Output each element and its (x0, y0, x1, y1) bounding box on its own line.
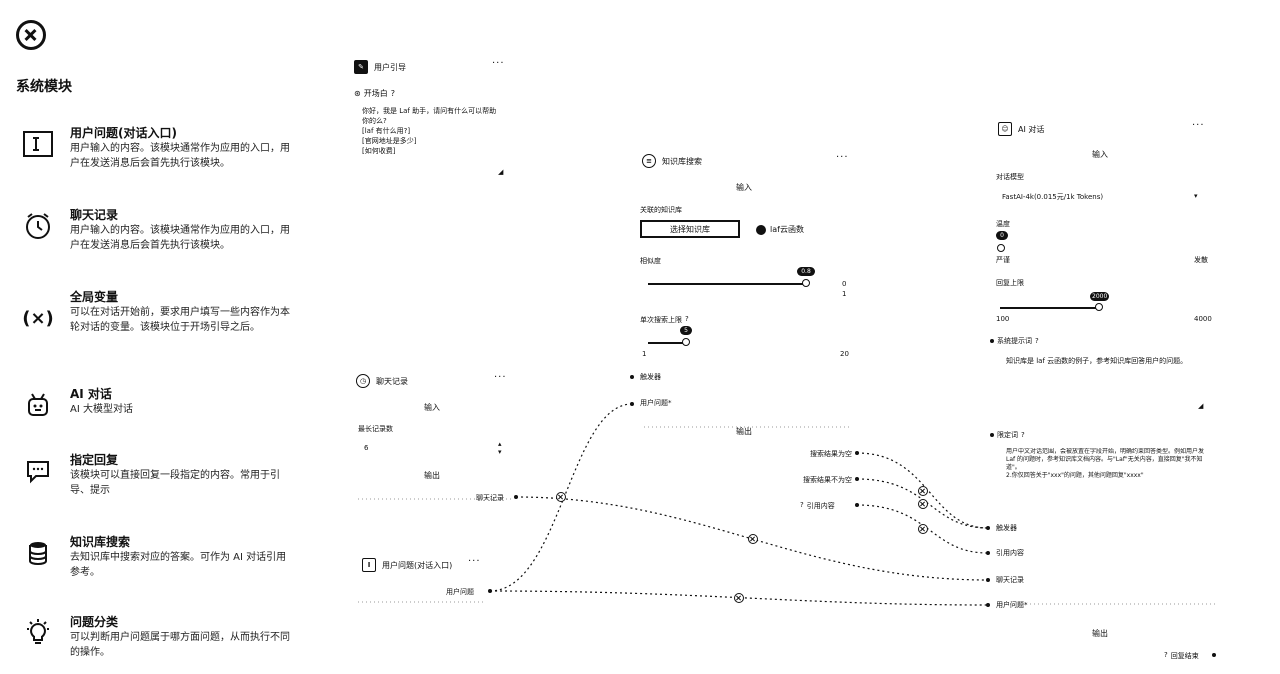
limit-slider[interactable] (648, 342, 686, 344)
help-icon: ? (1164, 651, 1168, 659)
node-menu-icon[interactable]: ··· (1192, 120, 1205, 131)
variable-icon: (×) (22, 307, 54, 329)
kb-question-port[interactable] (630, 402, 634, 406)
guide-node[interactable]: ✎ 用户引导 ··· ⊛ 开场白 ? 你好，我是 Laf 助手，请问有什么可以帮… (354, 58, 505, 176)
sidebar-title: 系统模块 (16, 79, 72, 95)
text-cursor-icon (22, 128, 54, 160)
help-icon: ? (1021, 431, 1025, 439)
ai-trigger-port[interactable] (986, 526, 990, 530)
edge-delete-icon[interactable] (734, 593, 744, 603)
edge-delete-icon[interactable] (918, 486, 928, 496)
ai-quote-port[interactable] (986, 551, 990, 555)
kb-empty-port[interactable] (855, 451, 859, 455)
guide-icon: ✎ (354, 60, 368, 74)
edge-history-to-ai (515, 496, 989, 581)
history-node[interactable]: ◷ 聊天记录 ··· 输入 最长记录数 6 ▴▾ 输出 (356, 372, 507, 480)
similarity-slider[interactable] (648, 283, 806, 285)
robot-icon: ☺ (998, 122, 1012, 136)
help-icon: ? (1035, 337, 1039, 345)
help-icon: ? (390, 89, 395, 98)
question-out-port[interactable] (488, 589, 492, 593)
chevron-down-icon[interactable]: ▾ (1194, 192, 1198, 200)
lightbulb-icon (22, 617, 54, 649)
temperature-slider-handle[interactable] (997, 244, 1005, 252)
node-menu-icon[interactable]: ··· (836, 152, 849, 163)
node-menu-icon[interactable]: ··· (492, 58, 505, 69)
limit-slider-handle[interactable] (682, 338, 690, 346)
max-records-input[interactable]: 6 (364, 444, 369, 452)
clock-icon: ◷ (356, 374, 370, 388)
system-prompt-textarea[interactable]: 知识库是 laf 云函数的例子，参考知识库回答用户的问题。 (1006, 357, 1188, 365)
kb-tag[interactable]: laf云函数 (756, 224, 804, 235)
kb-tag-icon (756, 224, 766, 235)
maxtoken-slider[interactable] (1000, 307, 1100, 309)
kb-search-node[interactable]: ≡ 知识库搜索 ··· 输入 关联的知识库 选择知识库 laf云函数 相似度 0… (640, 152, 849, 358)
question-node[interactable]: I 用户问题(对话入口) ··· (360, 556, 510, 576)
resize-handle-icon[interactable]: ◢ (498, 168, 504, 176)
opening-textarea[interactable]: 你好，我是 Laf 助手，请问有什么可以帮助你的么? [laf 有什么用?] [… (362, 107, 497, 155)
module-sidebar: 系统模块 用户问题(对话入口) 用户输入的内容。该模块通常作为应用的入口，用户在… (0, 0, 300, 674)
ai-history-port[interactable] (986, 578, 990, 582)
chat-bubble-icon (22, 455, 54, 487)
kb-quote-port[interactable] (855, 503, 859, 507)
similarity-slider-handle[interactable] (802, 279, 810, 287)
system-prompt-port[interactable] (990, 339, 994, 343)
edge-delete-icon[interactable] (556, 492, 566, 502)
kb-trigger-port[interactable] (630, 375, 634, 379)
database-icon: ≡ (642, 154, 656, 168)
model-select[interactable]: FastAI-4k(0.015元/1k Tokens) (1002, 193, 1104, 201)
database-icon (22, 537, 54, 569)
ai-finish-port[interactable] (1212, 653, 1216, 657)
edge-quote-to-ai (856, 504, 989, 554)
limit-prompt-textarea[interactable]: 用户中文对话范围，会被放置在字段开始，明确约束回答类型。例如用户发 Laf 的问… (1006, 448, 1205, 479)
limit-prompt-port[interactable] (990, 433, 994, 437)
app-logo-icon[interactable] (16, 20, 46, 50)
history-out-port[interactable] (514, 495, 518, 499)
ai-question-port[interactable] (986, 603, 990, 607)
edge-notempty-to-ai (856, 478, 989, 529)
edge-delete-icon[interactable] (918, 524, 928, 534)
kb-notempty-port[interactable] (855, 477, 859, 481)
help-icon: ? (685, 315, 689, 323)
edge-question-to-ai (489, 590, 989, 606)
edge-delete-icon[interactable] (918, 499, 928, 509)
resize-handle-icon[interactable]: ◢ (1198, 402, 1204, 410)
opening-icon: ⊛ (354, 89, 361, 98)
select-kb-button[interactable]: 选择知识库 (640, 220, 740, 238)
node-menu-icon[interactable]: ··· (468, 556, 481, 567)
ai-chat-node[interactable]: ☺ AI 对话 ··· 输入 对话模型 FastAI-4k(0.015元/1k … (990, 118, 1214, 518)
help-icon: ? (800, 501, 804, 509)
robot-icon (22, 389, 54, 421)
maxtoken-slider-handle[interactable] (1095, 303, 1103, 311)
edge-delete-icon[interactable] (748, 534, 758, 544)
node-menu-icon[interactable]: ··· (494, 372, 507, 383)
text-cursor-icon: I (362, 558, 376, 572)
stepper-icon[interactable]: ▴▾ (498, 440, 502, 456)
clock-icon (22, 210, 54, 242)
